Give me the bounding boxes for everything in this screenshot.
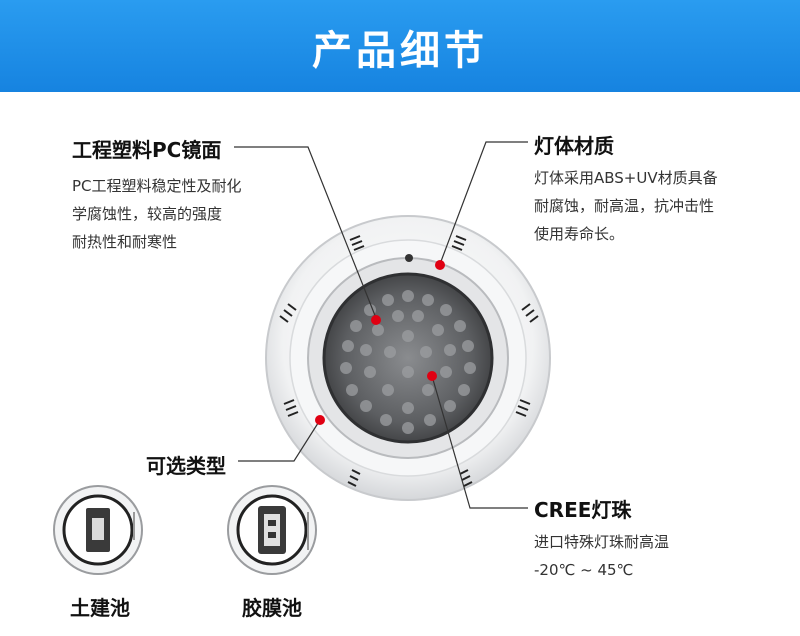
feature-body-line-3: 使用寿命长。 bbox=[534, 225, 625, 243]
led-array bbox=[340, 290, 476, 434]
vent-slots bbox=[279, 235, 539, 487]
feature-body-line-2: 耐腐蚀，耐高温，抗冲击性 bbox=[534, 197, 715, 215]
lamp-body bbox=[265, 215, 551, 501]
variant-civil-pool-image bbox=[53, 485, 143, 575]
feature-led-line-1: 进口特殊灯珠耐高温 bbox=[534, 533, 670, 551]
callout-markers bbox=[315, 260, 445, 425]
feature-led-title: CREE灯珠 bbox=[534, 498, 632, 522]
feature-led-line-2: -20℃ ~ 45℃ bbox=[534, 561, 634, 579]
feature-lens-line-1: PC工程塑料稳定性及耐化 bbox=[72, 177, 242, 195]
feature-lens-line-2: 学腐蚀性，较高的强度 bbox=[72, 205, 223, 223]
header-banner: 产品细节 bbox=[0, 0, 800, 92]
callout-lines bbox=[234, 141, 528, 509]
feature-body-line-1: 灯体采用ABS+UV材质具备 bbox=[534, 169, 718, 187]
variant-liner-pool-label: 胶膜池 bbox=[242, 596, 302, 620]
feature-body-title: 灯体材质 bbox=[534, 134, 614, 158]
feature-lens-title: 工程塑料PC镜面 bbox=[72, 138, 222, 162]
variant-civil-pool-label: 土建池 bbox=[70, 596, 130, 620]
variant-liner-pool-image bbox=[227, 485, 317, 575]
feature-types-title: 可选类型 bbox=[146, 454, 226, 478]
feature-lens-line-3: 耐热性和耐寒性 bbox=[72, 233, 178, 251]
page-title: 产品细节 bbox=[312, 28, 488, 74]
